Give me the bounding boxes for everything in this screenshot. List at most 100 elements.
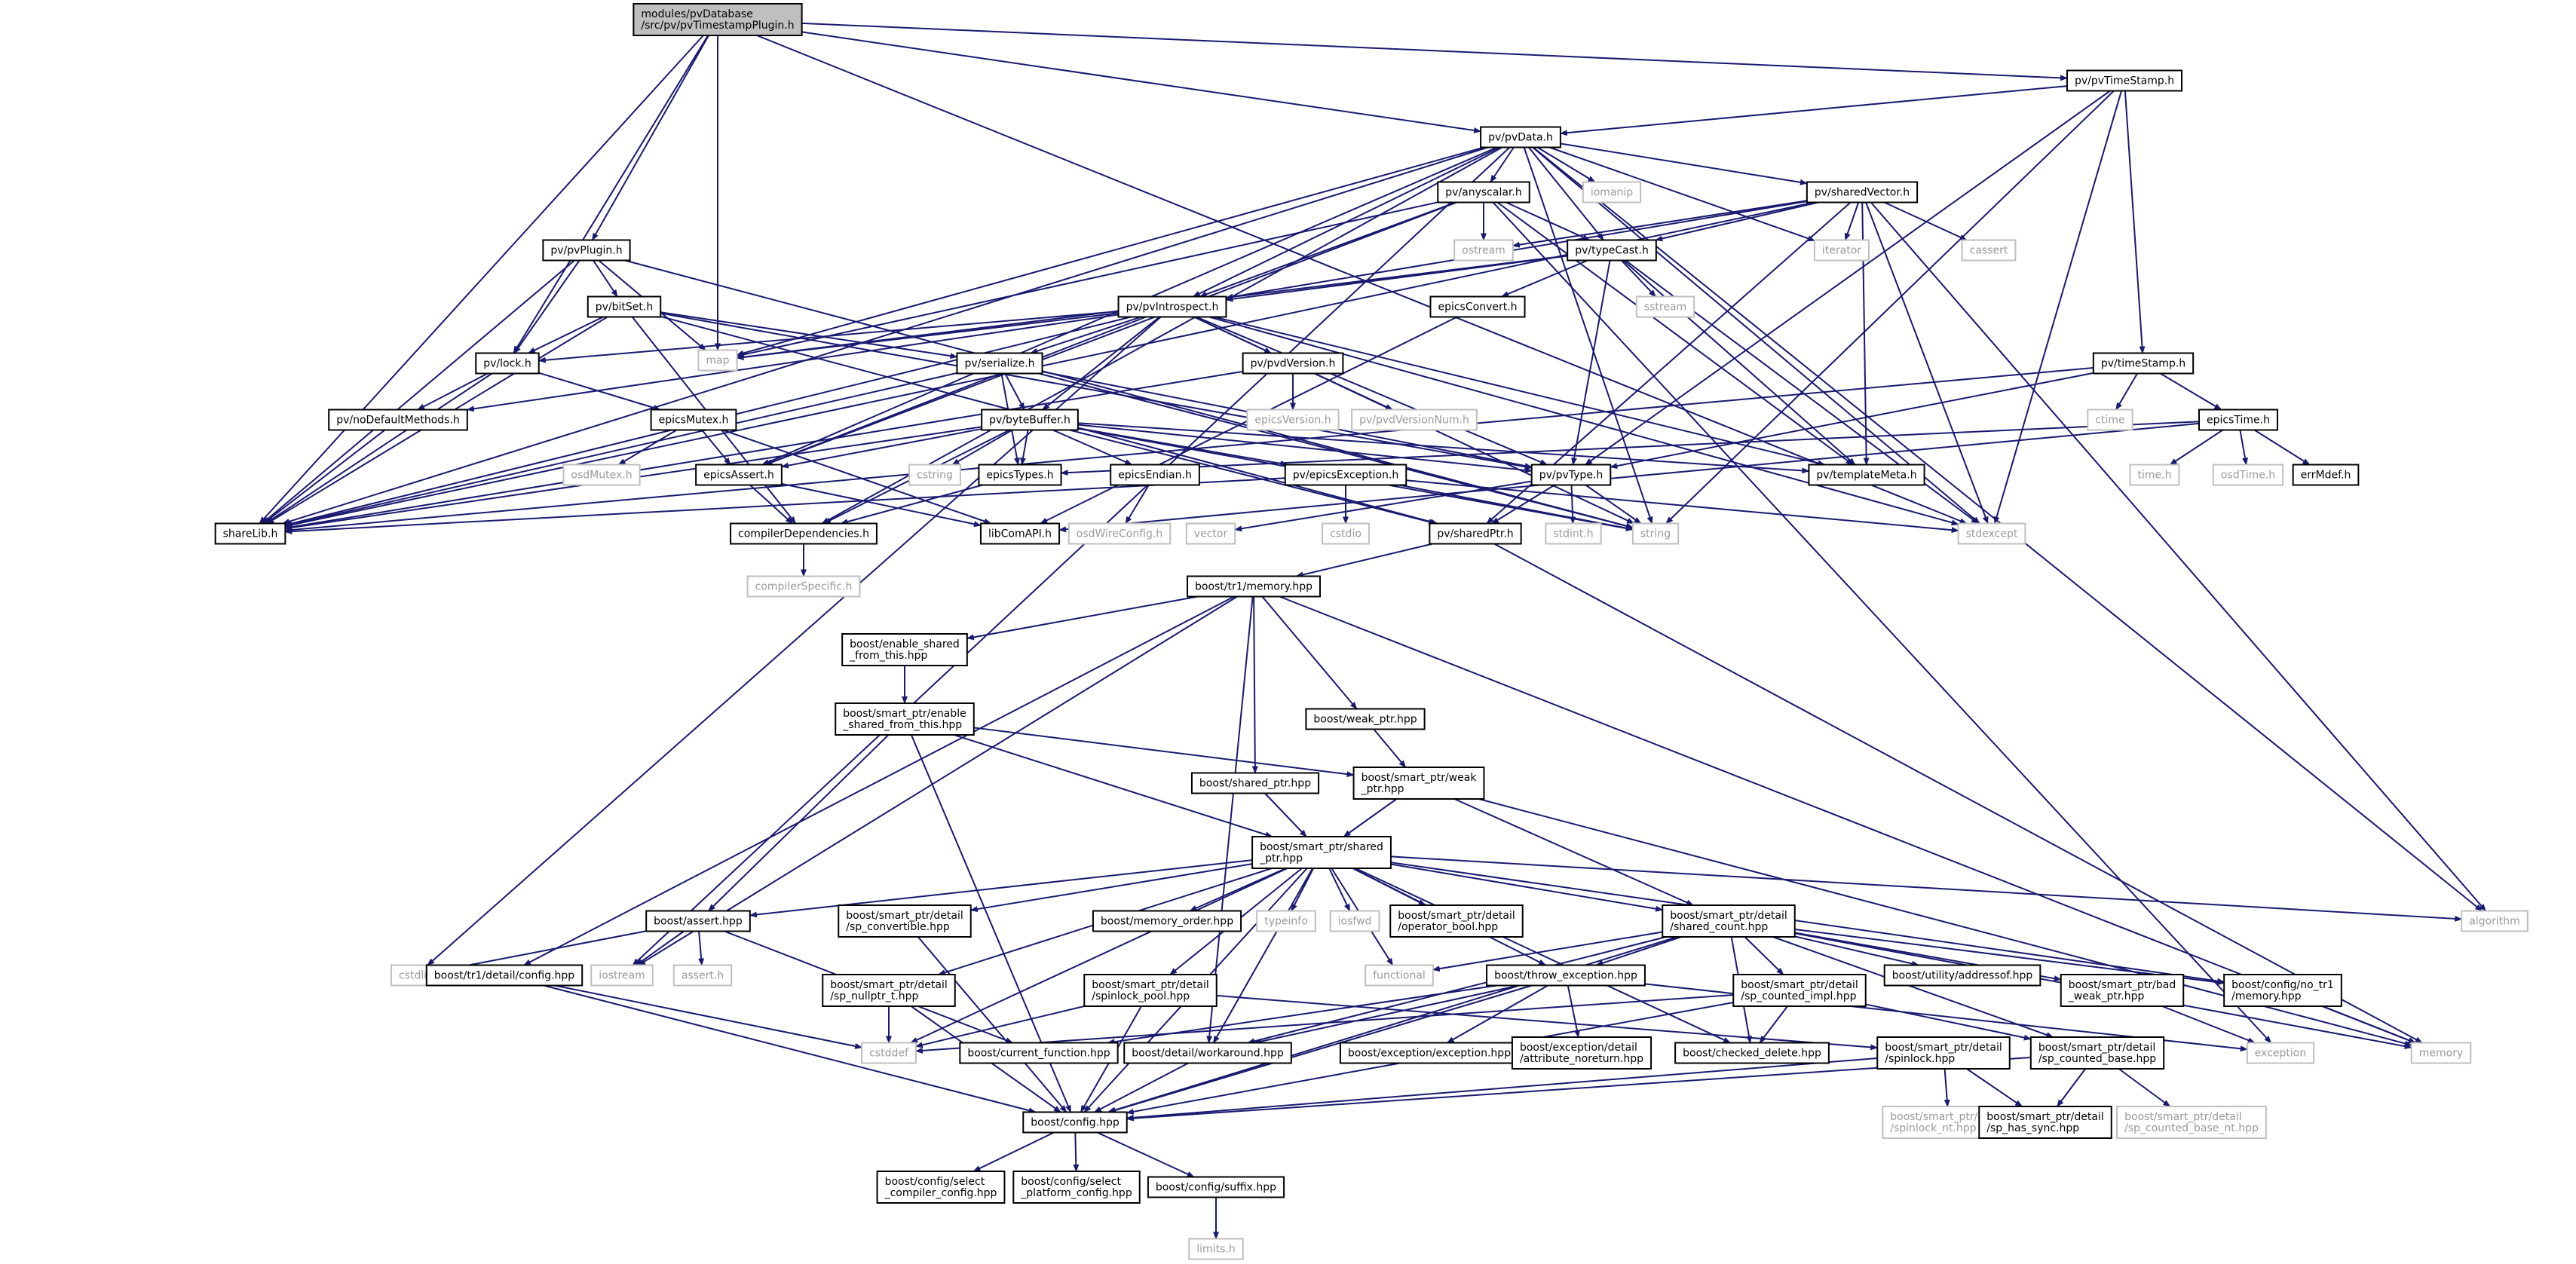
node-pvPlugin[interactable]: pv/pvPlugin.h (542, 239, 631, 262)
node-sstream[interactable]: sstream (1635, 295, 1695, 318)
node-spinlockPool[interactable]: boost/smart_ptr/detail/spinlock_pool.hpp (1083, 974, 1218, 1007)
node-byteBuffer[interactable]: pv/byteBuffer.h (981, 409, 1079, 431)
edge-spSharedPtr-to-cstddef (910, 868, 1288, 1044)
node-weakPtr[interactable]: boost/weak_ptr.hpp (1305, 708, 1426, 730)
node-spSharedPtr[interactable]: boost/smart_ptr/shared_ptr.hpp (1251, 836, 1392, 869)
node-pvType[interactable]: pv/pvType.h (1530, 464, 1612, 486)
node-errMdef[interactable]: errMdef.h (2292, 464, 2360, 486)
node-memory[interactable]: memory (2410, 1042, 2472, 1064)
node-vector[interactable]: vector (1185, 522, 1236, 545)
node-label: boost/exception/detail (1520, 1042, 1637, 1054)
node-label: boost/smart_ptr/shared (1260, 841, 1383, 853)
node-spConvertible[interactable]: boost/smart_ptr/detail/sp_convertible.hp… (838, 904, 972, 938)
node-cassert[interactable]: cassert (1961, 239, 2017, 262)
node-compilerSpecific[interactable]: compilerSpecific.h (746, 575, 861, 598)
node-compilerDependencies[interactable]: compilerDependencies.h (730, 522, 878, 545)
node-stdint[interactable]: stdint.h (1545, 522, 1602, 545)
node-timeH[interactable]: time.h (2129, 464, 2180, 486)
node-badWeakPtr[interactable]: boost/smart_ptr/bad_weak_ptr.hpp (2060, 974, 2185, 1007)
node-currentFunction[interactable]: boost/current_function.hpp (959, 1042, 1119, 1064)
node-stdexcept[interactable]: stdexcept (1957, 522, 2026, 545)
node-functional[interactable]: functional (1365, 964, 1434, 987)
node-boostConfig[interactable]: boost/config.hpp (1022, 1111, 1128, 1134)
node-algorithm[interactable]: algorithm (2461, 910, 2529, 932)
node-iterator[interactable]: iterator (1813, 239, 1870, 262)
node-pvData[interactable]: pv/pvData.h (1480, 126, 1561, 148)
node-pvPvTimeStamp[interactable]: pv/pvTimeStamp.h (2066, 69, 2183, 92)
node-root[interactable]: modules/pvDatabase/src/pv/pvTimestampPlu… (633, 3, 803, 36)
node-libComAPI[interactable]: libComAPI.h (979, 522, 1061, 545)
node-ostream[interactable]: ostream (1453, 239, 1514, 262)
node-spHasSync[interactable]: boost/smart_ptr/detail/sp_has_sync.hpp (1978, 1106, 2112, 1139)
node-throwException[interactable]: boost/throw_exception.hpp (1486, 964, 1646, 987)
node-serialize[interactable]: pv/serialize.h (956, 352, 1043, 375)
node-string[interactable]: string (1631, 522, 1680, 545)
node-sharedPtrHpp[interactable]: boost/shared_ptr.hpp (1190, 772, 1320, 794)
node-osdTime[interactable]: osdTime.h (2212, 464, 2284, 486)
node-memoryOrder[interactable]: boost/memory_order.hpp (1092, 910, 1242, 932)
node-lock[interactable]: pv/lock.h (475, 352, 540, 375)
node-spCountedBaseNt[interactable]: boost/smart_ptr/detail/sp_counted_base_n… (2116, 1106, 2267, 1139)
node-selectCompiler[interactable]: boost/config/select_compiler_config.hpp (876, 1171, 1006, 1204)
node-exception[interactable]: exception (2246, 1042, 2315, 1064)
node-suffix[interactable]: boost/config/suffix.hpp (1147, 1176, 1285, 1198)
edge-pvData-to-iostream (632, 146, 1511, 966)
node-epicsConvert[interactable]: epicsConvert.h (1429, 295, 1526, 318)
node-bitSet[interactable]: pv/bitSet.h (587, 295, 662, 318)
node-epicsEndian[interactable]: epicsEndian.h (1110, 464, 1200, 486)
node-osdMutex[interactable]: osdMutex.h (562, 464, 641, 486)
edge-spCountedBase-to-spCountedBaseNt (2118, 1068, 2171, 1107)
node-typeCast[interactable]: pv/typeCast.h (1567, 239, 1657, 262)
node-limits[interactable]: limits.h (1188, 1238, 1244, 1260)
node-box (1530, 464, 1612, 486)
node-spinlock[interactable]: boost/smart_ptr/detail/spinlock.hpp (1876, 1036, 2011, 1070)
node-enableShared[interactable]: boost/enable_shared_from_this.hpp (841, 633, 968, 666)
node-attrNoreturn[interactable]: boost/exception/detail/attribute_noretur… (1511, 1036, 1652, 1070)
node-workaround[interactable]: boost/detail/workaround.hpp (1123, 1042, 1292, 1064)
node-ctime[interactable]: ctime (2087, 409, 2133, 431)
node-exceptionException[interactable]: boost/exception/exception.hpp (1339, 1042, 1520, 1064)
node-map[interactable]: map (697, 349, 738, 372)
node-iosfwd[interactable]: iosfwd (1329, 910, 1380, 932)
node-pvdVersionNum[interactable]: pv/pvdVersionNum.h (1351, 409, 1478, 431)
node-typeinfo[interactable]: typeinfo (1256, 910, 1316, 932)
node-cstring[interactable]: cstring (908, 464, 961, 486)
node-cstddef[interactable]: cstddef (861, 1042, 917, 1064)
node-shareLib[interactable]: shareLib.h (214, 522, 286, 545)
node-templateMeta[interactable]: pv/templateMeta.h (1808, 464, 1925, 486)
node-pvdVersion[interactable]: pv/pvdVersion.h (1242, 352, 1344, 375)
node-osdWireConfig[interactable]: osdWireConfig.h (1067, 522, 1172, 545)
node-sharedCount[interactable]: boost/smart_ptr/detail/shared_count.hpp (1662, 904, 1796, 938)
node-spWeakPtr[interactable]: boost/smart_ptr/weak_ptr.hpp (1352, 767, 1485, 800)
node-epicsVersion[interactable]: epicsVersion.h (1246, 409, 1340, 431)
node-addressof[interactable]: boost/utility/addressof.hpp (1883, 964, 2042, 987)
node-tr1memory[interactable]: boost/tr1/memory.hpp (1187, 575, 1321, 598)
node-noTr1Memory[interactable]: boost/config/no_tr1/memory.hpp (2223, 974, 2342, 1007)
node-epicsException[interactable]: pv/epicsException.h (1284, 464, 1407, 486)
node-iomanip[interactable]: iomanip (1582, 181, 1642, 204)
node-epicsTypes[interactable]: epicsTypes.h (978, 464, 1062, 486)
node-anyscalar[interactable]: pv/anyscalar.h (1437, 181, 1530, 204)
node-box (978, 464, 1062, 486)
node-iostream[interactable]: iostream (590, 964, 654, 987)
node-epicsTime[interactable]: epicsTime.h (2198, 409, 2278, 431)
node-boostAssert[interactable]: boost/assert.hpp (645, 910, 751, 932)
node-selectPlatform[interactable]: boost/config/select_platform_config.hpp (1012, 1171, 1141, 1204)
node-pvIntrospect[interactable]: pv/pvIntrospect.h (1117, 295, 1227, 318)
node-sharedVector[interactable]: pv/sharedVector.h (1806, 181, 1919, 204)
node-noDefaultMethods[interactable]: pv/noDefaultMethods.h (328, 409, 468, 431)
node-box (2029, 1036, 2165, 1070)
node-spCountedImpl[interactable]: boost/smart_ptr/detail/sp_counted_impl.h… (1732, 974, 1867, 1007)
node-sharedPtr[interactable]: pv/sharedPtr.h (1429, 522, 1522, 545)
node-spEnableShared[interactable]: boost/smart_ptr/enable_shared_from_this.… (835, 702, 975, 736)
node-operatorBool[interactable]: boost/smart_ptr/detail/operator_bool.hpp (1389, 904, 1524, 938)
node-timeStamp[interactable]: pv/timeStamp.h (2092, 352, 2195, 375)
node-tr1DetailConfig[interactable]: boost/tr1/detail/config.hpp (425, 964, 584, 987)
node-epicsMutex[interactable]: epicsMutex.h (650, 409, 737, 431)
node-checkedDelete[interactable]: boost/checked_delete.hpp (1674, 1042, 1830, 1064)
node-spCountedBase[interactable]: boost/smart_ptr/detail/sp_counted_base.h… (2029, 1036, 2165, 1070)
node-assertH[interactable]: assert.h (672, 964, 733, 987)
node-epicsAssert[interactable]: epicsAssert.h (695, 464, 783, 486)
node-spNullptr[interactable]: boost/smart_ptr/detail/sp_nullptr_t.hpp (822, 974, 956, 1007)
node-cstdio[interactable]: cstdio (1322, 522, 1370, 545)
